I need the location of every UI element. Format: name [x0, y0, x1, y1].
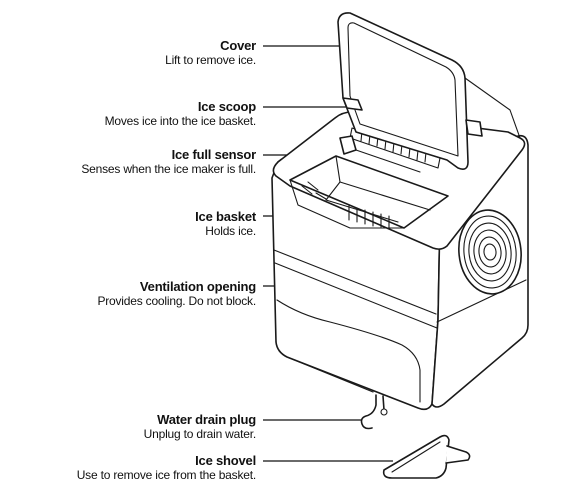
label-ice-shovel: Ice shovel Use to remove ice from the ba…	[77, 453, 256, 483]
cover-inner	[347, 22, 459, 157]
part-name: Ventilation opening	[139, 279, 256, 294]
part-name: Ice shovel	[195, 453, 256, 468]
ventilation-opening	[458, 209, 522, 295]
cover-hinge	[342, 97, 363, 111]
part-description: Use to remove ice from the basket.	[76, 468, 256, 482]
cover-latch	[465, 119, 483, 137]
label-ice-full-sensor: Ice full sensor Senses when the ice make…	[81, 147, 256, 177]
part-name: Ice basket	[195, 209, 256, 224]
part-name: Cover	[220, 38, 256, 53]
shovel-handle	[445, 445, 471, 464]
right-skirt	[436, 279, 527, 323]
label-water-drain-plug: Water drain plug Unplug to drain water.	[143, 412, 257, 442]
part-name: Water drain plug	[157, 412, 256, 427]
base-line	[286, 356, 374, 393]
label-ice-scoop: Ice scoop Moves ice into the ice basket.	[104, 99, 257, 129]
sensor-bar	[355, 149, 421, 173]
ice-maker-body	[271, 111, 529, 411]
front-skirt	[276, 299, 421, 403]
water-drain-plug	[360, 394, 388, 430]
part-description: Moves ice into the ice basket.	[104, 114, 257, 128]
part-description: Unplug to drain water.	[143, 427, 257, 441]
basket-slots	[301, 181, 390, 229]
ice-shovel	[382, 434, 471, 479]
label-ice-basket: Ice basket Holds ice.	[195, 209, 256, 239]
part-description: Holds ice.	[205, 224, 256, 238]
cover-back-edge	[464, 77, 521, 139]
part-name: Ice scoop	[197, 99, 256, 114]
shovel-inner-edge	[391, 441, 441, 473]
label-cover: Cover Lift to remove ice.	[165, 38, 256, 68]
cover-lid	[337, 12, 521, 170]
label-ventilation-opening: Ventilation opening Provides cooling. Do…	[97, 279, 256, 309]
front-band-lower	[274, 262, 438, 329]
part-description: Senses when the ice maker is full.	[81, 162, 256, 176]
part-description: Provides cooling. Do not block.	[97, 294, 256, 308]
part-description: Lift to remove ice.	[165, 53, 256, 67]
cover-outer	[337, 12, 469, 170]
basket-left-wall	[289, 179, 405, 229]
front-band	[273, 249, 437, 315]
part-name: Ice full sensor	[171, 147, 257, 162]
basket-floor	[325, 181, 399, 223]
